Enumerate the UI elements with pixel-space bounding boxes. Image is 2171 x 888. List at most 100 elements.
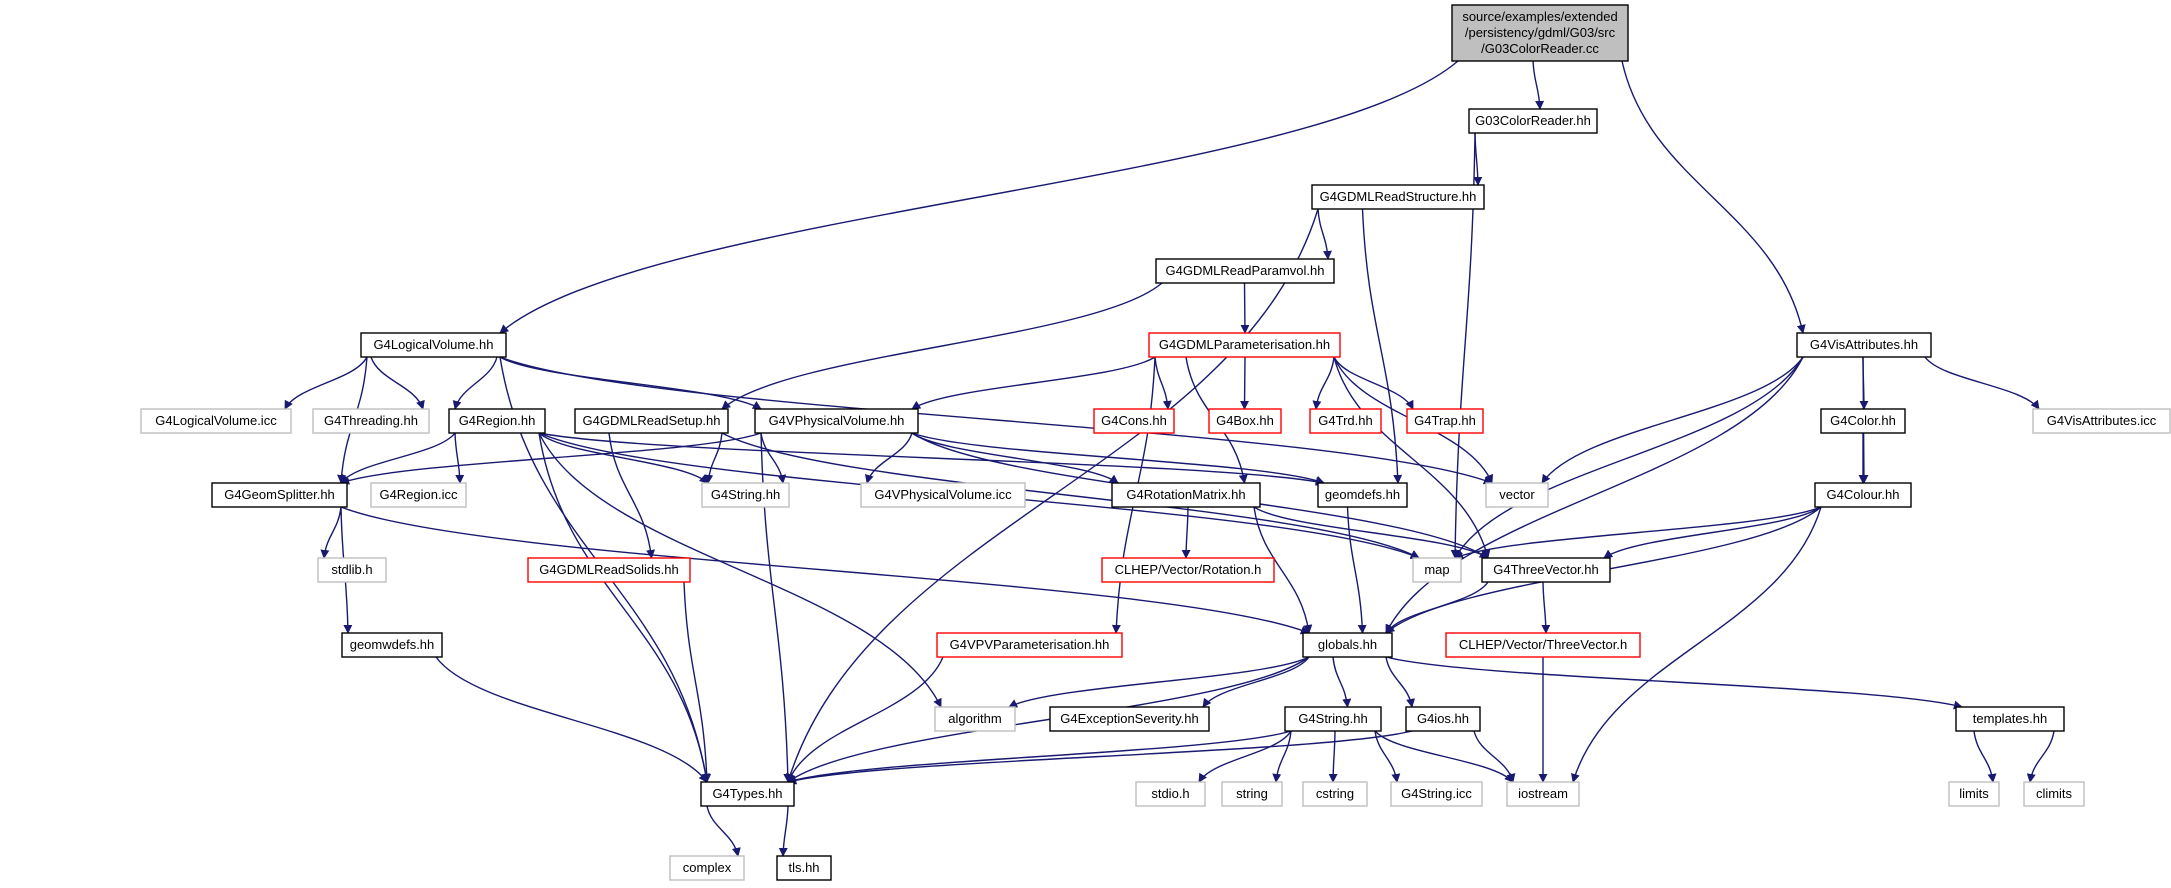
- node-box: [936, 632, 1123, 658]
- edge-g4gdmlreadstructure_hh-to-g4gdmlreadparamvol_hh: [1317, 208, 1332, 260]
- node-label: source/examples/extended: [1462, 9, 1617, 24]
- node-g4logicalvolume-hh[interactable]: G4LogicalVolume.hh: [360, 332, 507, 358]
- node-box: [1101, 557, 1275, 583]
- node-label: G4LogicalVolume.hh: [374, 337, 494, 352]
- node-complex[interactable]: complex: [669, 855, 745, 881]
- edge-g4rotationmatrix_hh-to-globals_hh: [1253, 506, 1313, 634]
- edge-g4ios_hh-to-iostream: [1473, 730, 1516, 783]
- edge-root-to-g03colorreader_hh: [1532, 60, 1545, 110]
- node-string[interactable]: string: [1221, 781, 1283, 807]
- node-g4region-icc[interactable]: G4Region.icc: [370, 482, 467, 508]
- node-label: G4GDMLParameterisation.hh: [1159, 337, 1330, 352]
- node-label: G4ios.hh: [1417, 711, 1469, 726]
- edge-g4geomsplitter_hh-to-stdlib_h: [320, 506, 342, 559]
- node-cstring[interactable]: cstring: [1302, 781, 1368, 807]
- node-label: algorithm: [948, 711, 1001, 726]
- node-templates-hh[interactable]: templates.hh: [1955, 706, 2065, 732]
- node-g4gdmlreadstructure-hh[interactable]: G4GDMLReadStructure.hh: [1311, 184, 1485, 210]
- node-box: [2032, 408, 2171, 434]
- node-g4gdmlreadsolids-hh[interactable]: G4GDMLReadSolids.hh: [527, 557, 691, 583]
- node-label: vector: [1499, 487, 1535, 502]
- node-g4string-hh-ext[interactable]: G4String.hh: [701, 482, 790, 508]
- node-tls-hh[interactable]: tls.hh: [776, 855, 832, 881]
- node-geomdefs-hh[interactable]: geomdefs.hh: [1317, 482, 1408, 508]
- node-box: [754, 408, 919, 434]
- node-g4colour-hh[interactable]: G4Colour.hh: [1814, 482, 1912, 508]
- edge-g4visattributes_hh-to-map: [1454, 356, 1804, 559]
- node-clhep-rotation-h[interactable]: CLHEP/Vector/Rotation.h: [1101, 557, 1275, 583]
- node-label: cstring: [1316, 786, 1354, 801]
- node-g4exceptionseverity-hh[interactable]: G4ExceptionSeverity.hh: [1049, 706, 1210, 732]
- node-label: G4Trd.hh: [1318, 413, 1372, 428]
- edge-g4gdmlparameterisation_hh-to-g4vphysicalvolume_hh: [911, 356, 1156, 410]
- node-root[interactable]: source/examples/extended/persistency/gdm…: [1451, 4, 1629, 62]
- edge-globals_hh-to-g4string_hh: [1332, 656, 1352, 708]
- node-g4threevector-hh[interactable]: G4ThreeVector.hh: [1481, 557, 1611, 583]
- node-g4region-hh[interactable]: G4Region.hh: [448, 408, 546, 434]
- node-g4gdmlreadsetup-hh[interactable]: G4GDMLReadSetup.hh: [574, 408, 729, 434]
- edge-globals_hh-to-algorithm: [1008, 656, 1310, 708]
- node-g4trap-hh[interactable]: G4Trap.hh: [1406, 408, 1484, 434]
- node-globals-hh[interactable]: globals.hh: [1302, 632, 1393, 658]
- node-box: [1445, 632, 1641, 658]
- node-g4trd-hh[interactable]: G4Trd.hh: [1309, 408, 1382, 434]
- node-label: G4VisAttributes.hh: [1810, 337, 1918, 352]
- edge-root-to-g4logicalvolume_hh: [499, 60, 1459, 334]
- node-algorithm[interactable]: algorithm: [934, 706, 1016, 732]
- edge-g4region_hh-to-g4geomsplitter_hh: [340, 432, 456, 484]
- node-g4vpvparameterisation-hh[interactable]: G4VPVParameterisation.hh: [936, 632, 1123, 658]
- node-g4cons-hh[interactable]: G4Cons.hh: [1093, 408, 1175, 434]
- node-label: CLHEP/Vector/Rotation.h: [1115, 562, 1262, 577]
- node-box: [140, 408, 292, 434]
- node-g4gdmlreadparamvol-hh[interactable]: G4GDMLReadParamvol.hh: [1155, 258, 1335, 284]
- edge-templates_hh-to-limits: [1973, 730, 1997, 783]
- node-g4threading-hh[interactable]: G4Threading.hh: [312, 408, 430, 434]
- edge-g4rotationmatrix_hh-to-clhep_rotation_h: [1181, 506, 1191, 559]
- node-box: [1948, 781, 2000, 807]
- node-label: G4VPVParameterisation.hh: [950, 637, 1110, 652]
- node-stdio-h[interactable]: stdio.h: [1135, 781, 1206, 807]
- node-label: G4LogicalVolume.icc: [155, 413, 277, 428]
- node-g4logicalvolume-icc[interactable]: G4LogicalVolume.icc: [140, 408, 292, 434]
- node-label: tls.hh: [788, 860, 819, 875]
- node-map[interactable]: map: [1412, 557, 1462, 583]
- node-stdlib-h[interactable]: stdlib.h: [317, 557, 387, 583]
- edge-geomdefs_hh-to-globals_hh: [1346, 506, 1367, 634]
- edge-g4gdmlparameterisation_hh-to-g4box_hh: [1240, 356, 1250, 410]
- edge-g4gdmlparameterisation_hh-to-g4trd_hh: [1312, 356, 1335, 410]
- node-clhep-threevector-h[interactable]: CLHEP/Vector/ThreeVector.h: [1445, 632, 1641, 658]
- node-geomwdefs-hh[interactable]: geomwdefs.hh: [341, 632, 443, 658]
- edge-g4region_hh-to-geomdefs_hh: [538, 432, 1325, 486]
- edge-g4string_hh-to-string: [1272, 730, 1292, 783]
- node-g4types-hh[interactable]: G4Types.hh: [700, 781, 795, 807]
- node-g4geomsplitter-hh[interactable]: G4GeomSplitter.hh: [211, 482, 348, 508]
- edge-globals_hh-to-g4exceptionseverity_hh: [1202, 656, 1310, 708]
- node-box: [1955, 706, 2065, 732]
- node-g4vphysicalvolume-hh[interactable]: G4VPhysicalVolume.hh: [754, 408, 919, 434]
- node-g4string-icc[interactable]: G4String.icc: [1390, 781, 1483, 807]
- edge-g4colour_hh-to-iostream: [1571, 506, 1822, 783]
- node-climits[interactable]: climits: [2023, 781, 2085, 807]
- node-g4visattributes-hh[interactable]: G4VisAttributes.hh: [1796, 332, 1932, 358]
- node-box: [1406, 408, 1484, 434]
- node-g4visattributes-icc[interactable]: G4VisAttributes.icc: [2032, 408, 2171, 434]
- node-g4gdmlparameterisation-hh[interactable]: G4GDMLParameterisation.hh: [1148, 332, 1341, 358]
- node-g4string-hh[interactable]: G4String.hh: [1284, 706, 1382, 732]
- node-g4ios-hh[interactable]: G4ios.hh: [1405, 706, 1481, 732]
- node-g4box-hh[interactable]: G4Box.hh: [1208, 408, 1282, 434]
- node-box: [1814, 482, 1912, 508]
- node-limits[interactable]: limits: [1948, 781, 2000, 807]
- node-g03colorreader-hh[interactable]: G03ColorReader.hh: [1468, 108, 1598, 134]
- edge-g4types_hh-to-tls_hh: [778, 805, 789, 857]
- node-iostream[interactable]: iostream: [1506, 781, 1580, 807]
- node-g4vphysicalvolume-icc[interactable]: G4VPhysicalVolume.icc: [860, 482, 1026, 508]
- node-label: G4Color.hh: [1830, 413, 1896, 428]
- node-label: G4Trap.hh: [1414, 413, 1476, 428]
- edge-g4gdmlreadparamvol_hh-to-g4gdmlreadsetup_hh: [721, 282, 1163, 410]
- node-box: [1111, 482, 1261, 508]
- node-g4rotationmatrix-hh[interactable]: G4RotationMatrix.hh: [1111, 482, 1261, 508]
- node-box: [1284, 706, 1382, 732]
- node-box: [1148, 332, 1341, 358]
- node-vector[interactable]: vector: [1485, 482, 1549, 508]
- node-g4color-hh[interactable]: G4Color.hh: [1820, 408, 1906, 434]
